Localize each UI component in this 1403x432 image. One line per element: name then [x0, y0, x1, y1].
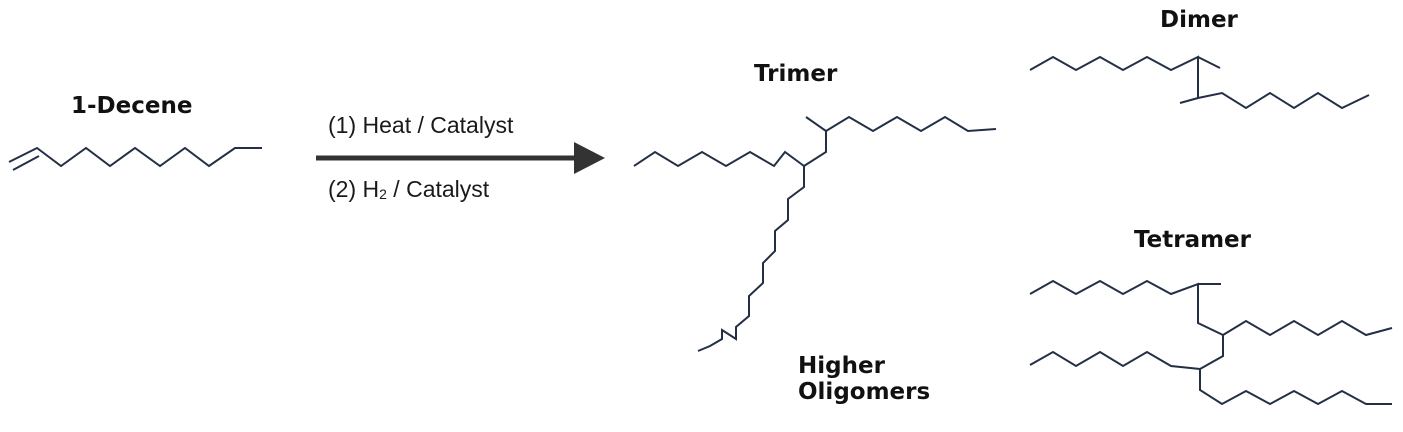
tetramer-right-upper-chain — [1222, 319, 1393, 337]
higher-oligomers-label: Higher Oligomers — [798, 353, 930, 406]
trimer-left-chain — [633, 150, 805, 168]
decene-double-bond — [12, 155, 40, 171]
decene-chain — [8, 146, 262, 168]
tetramer-bottom-chain — [1199, 369, 1392, 406]
arrow-head — [574, 142, 605, 174]
decene-structure — [8, 146, 262, 171]
condition-step-2: (2) H2 / Catalyst — [328, 176, 489, 203]
higher-oligomers-line2: Oligomers — [798, 379, 931, 406]
tetramer-left-lower-chain — [1029, 350, 1201, 370]
tetramer-top-chain — [1029, 279, 1224, 370]
condition-step-2-subscript: 2 — [379, 186, 387, 202]
trimer-label: Trimer — [754, 61, 838, 87]
dimer-label: Dimer — [1160, 7, 1238, 33]
condition-step-2-suffix: / Catalyst — [386, 176, 490, 202]
decene-label: 1-Decene — [71, 93, 193, 119]
trimer-methyl-branch — [805, 116, 827, 132]
trimer-structure — [633, 115, 997, 352]
condition-step-2-prefix: (2) H — [328, 176, 380, 202]
tetramer-label: Tetramer — [1134, 227, 1251, 253]
higher-oligomers-line1: Higher — [798, 353, 885, 379]
dimer-left-chain — [1029, 55, 1370, 110]
trimer-up-chain — [803, 115, 997, 167]
condition-step-1: (1) Heat / Catalyst — [328, 112, 514, 138]
reaction-arrow — [316, 142, 605, 174]
dimer-methyl-bottom — [1179, 97, 1199, 104]
tetramer-structure — [1029, 279, 1393, 406]
dimer-structure — [1029, 55, 1370, 110]
trimer-down-chain — [697, 166, 805, 352]
dimer-methyl-top — [1197, 56, 1221, 69]
